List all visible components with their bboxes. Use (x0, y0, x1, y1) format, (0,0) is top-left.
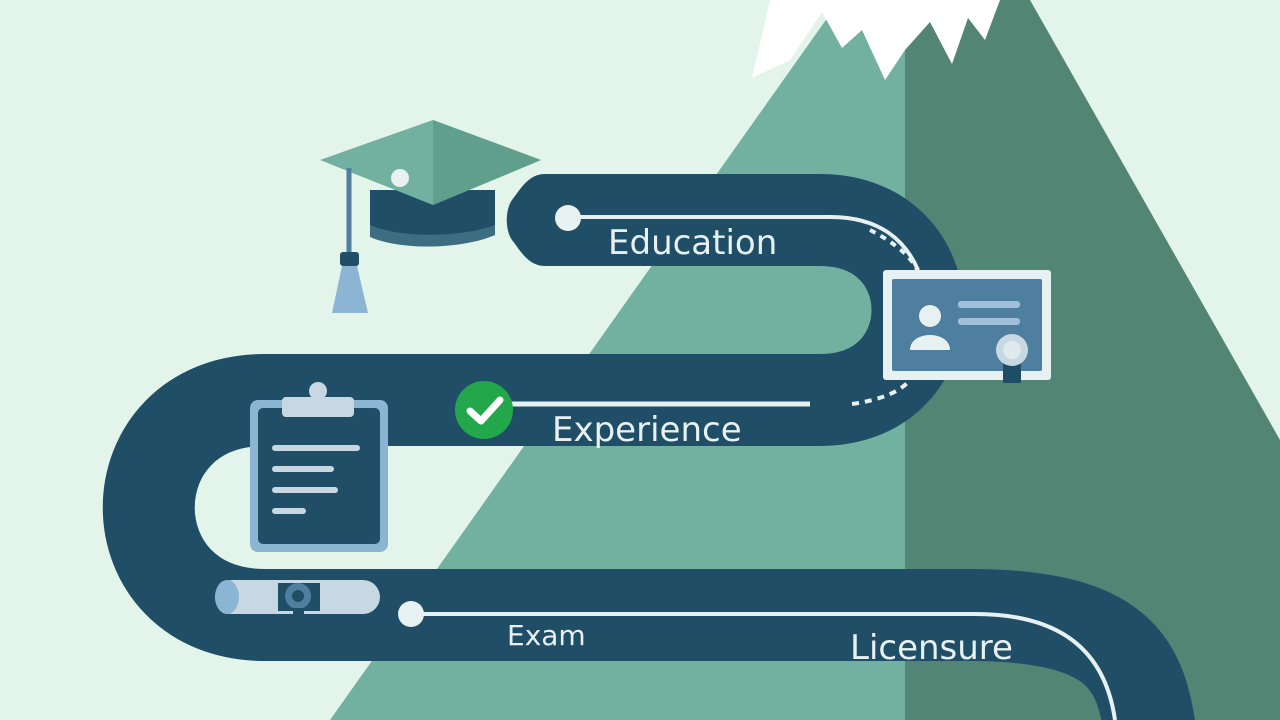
road-line-bottom (412, 612, 1117, 720)
check-circle-icon (455, 381, 513, 439)
road-node-education (555, 205, 581, 231)
clipboard-icon (250, 382, 388, 552)
step-label-experience: Experience (552, 410, 742, 450)
certificate-card-icon (883, 270, 1051, 383)
road-line-top-dashed (869, 228, 920, 273)
mountain-dark-face (905, 0, 1280, 720)
mountain-snow-cap (752, 0, 1000, 80)
road-node-exam (398, 601, 424, 627)
road-start-cap (506, 174, 560, 266)
graduation-cap-icon (320, 120, 541, 313)
step-label-exam: Exam (507, 619, 586, 652)
step-label-education: Education (608, 223, 777, 263)
step-label-licensure: Licensure (850, 628, 1013, 668)
diploma-scroll-icon (215, 580, 380, 632)
